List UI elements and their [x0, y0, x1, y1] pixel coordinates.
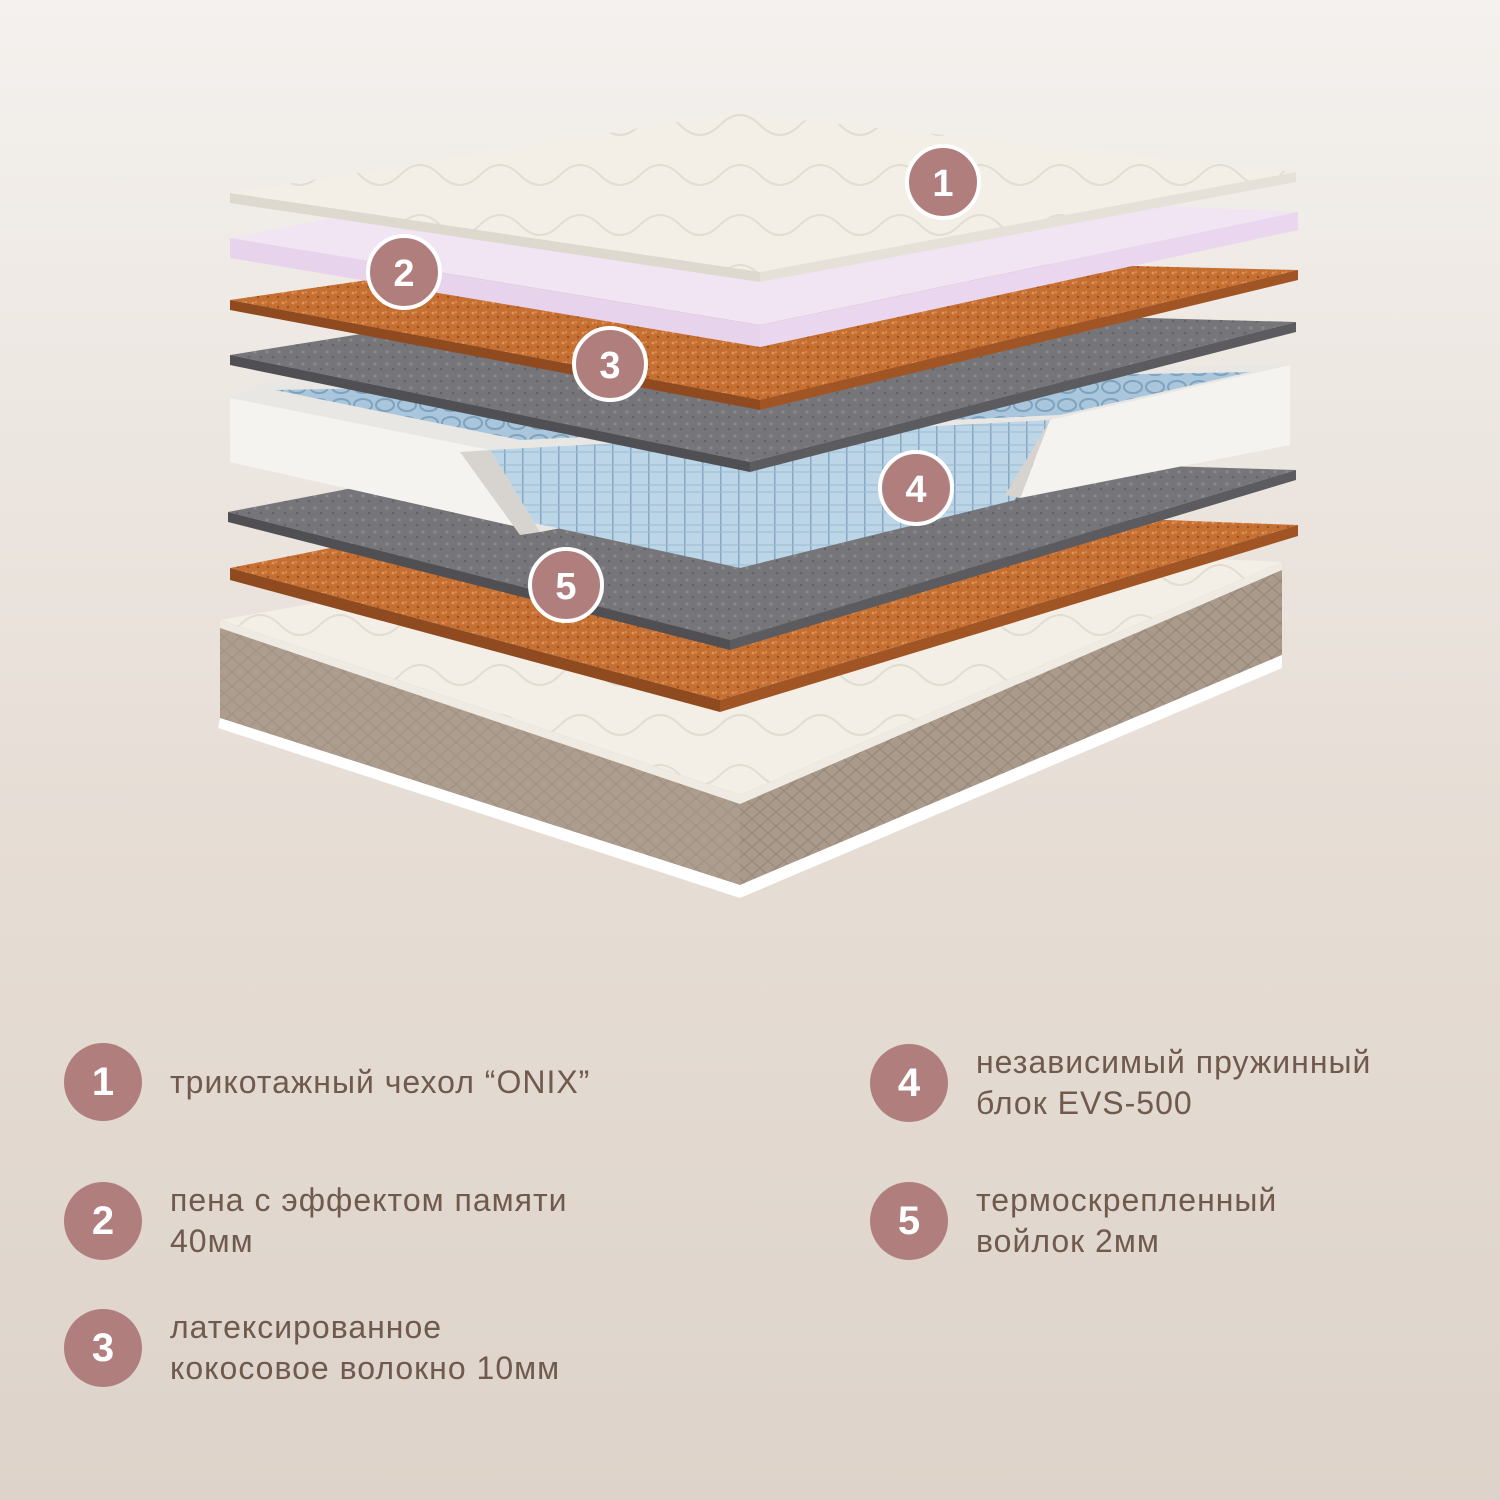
layer-badge-1: 1 — [905, 144, 981, 220]
legend-badge-2: 2 — [64, 1182, 142, 1260]
legend-badge-5: 5 — [870, 1182, 948, 1260]
svg-text:4: 4 — [905, 469, 926, 511]
legend-text-3: латексированное кокосовое волокно 10мм — [170, 1309, 561, 1386]
legend-text-1: трикотажный чехол “ONIX” — [170, 1063, 591, 1100]
svg-text:1: 1 — [932, 163, 953, 205]
legend-item-1: 1 трикотажный чехол “ONIX” — [64, 1043, 590, 1121]
legend-item-3: 3 латексированное кокосовое волокно 10мм — [64, 1307, 560, 1389]
legend-badge-1: 1 — [64, 1043, 142, 1121]
cover-layer — [230, 113, 1296, 282]
layer-badge-4: 4 — [878, 450, 954, 526]
layer-badge-3: 3 — [572, 326, 648, 402]
mattress-layers-illustration: 1 2 3 4 5 — [220, 113, 1298, 885]
legend-item-5: 5 термоскрепленный войлок 2мм — [870, 1180, 1277, 1262]
legend-text-5: термоскрепленный войлок 2мм — [976, 1182, 1278, 1259]
layer-badge-2: 2 — [366, 234, 442, 310]
layer-badge-5: 5 — [528, 547, 604, 623]
legend-badge-4: 4 — [870, 1044, 948, 1122]
legend-badge-3: 3 — [64, 1309, 142, 1387]
svg-text:2: 2 — [393, 253, 414, 295]
legend-text-2: пена с эффектом памяти 40мм — [170, 1182, 568, 1259]
svg-text:3: 3 — [599, 345, 620, 387]
svg-text:5: 5 — [555, 566, 576, 608]
legend-item-2: 2 пена с эффектом памяти 40мм — [64, 1180, 567, 1262]
legend-text-4: независимый пружинный блок EVS-500 — [976, 1044, 1372, 1121]
legend-item-4: 4 независимый пружинный блок EVS-500 — [870, 1042, 1371, 1124]
